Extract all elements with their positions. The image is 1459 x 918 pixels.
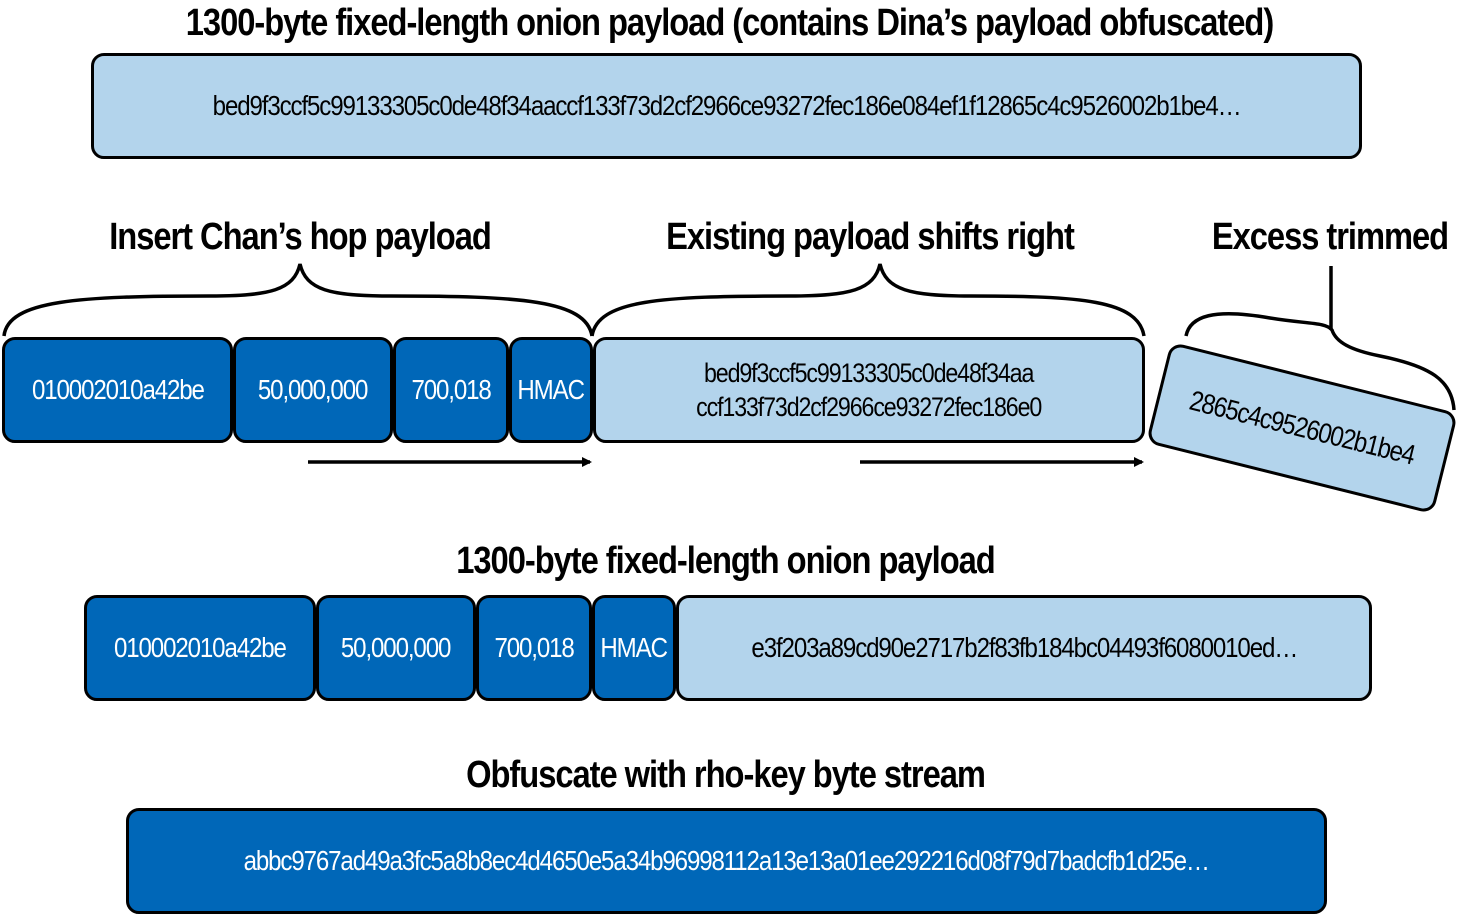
- hop-realm-box: 010002010a42be: [2, 337, 233, 443]
- top-title: 1300-byte fixed-length onion payload (co…: [185, 2, 1274, 44]
- result-hmac-box: HMAC: [592, 595, 676, 701]
- hop-hmac-text: HMAC: [517, 374, 586, 405]
- top-payload-box: bed9f3ccf5c99133305c0de48f34aaccf133f73d…: [91, 53, 1362, 159]
- hop-realm-text: 010002010a42be: [31, 374, 205, 405]
- result-realm-box: 010002010a42be: [84, 595, 316, 701]
- shift-label: Existing payload shifts right: [666, 216, 1075, 258]
- result-hmac-text: HMAC: [600, 632, 669, 663]
- result-realm-text: 010002010a42be: [114, 632, 287, 663]
- obfuscated-payload-box: abbc9767ad49a3fc5a8b8ec4d4650e5a34b96998…: [126, 808, 1327, 914]
- hop-amount-text: 50,000,000: [258, 374, 368, 405]
- result-amount-text: 50,000,000: [341, 632, 451, 663]
- result-cltv-box: 700,018: [476, 595, 592, 701]
- hop-cltv-text: 700,018: [411, 374, 491, 405]
- shifted-payload-text: bed9f3ccf5c99133305c0de48f34aa ccf133f73…: [696, 358, 1042, 422]
- result-amount-box: 50,000,000: [316, 595, 476, 701]
- top-payload-text: bed9f3ccf5c99133305c0de48f34aaccf133f73d…: [212, 90, 1242, 121]
- result-payload-text: e3f203a89cd90e2717b2f83fb184bc04493f6080…: [751, 632, 1298, 663]
- insert-label: Insert Chan’s hop payload: [109, 216, 492, 258]
- bottom-title: Obfuscate with rho-key byte stream: [466, 754, 986, 796]
- trim-label: Excess trimmed: [1211, 216, 1449, 258]
- trimmed-payload-text: 2865c4c9526002b1be4: [1186, 384, 1418, 471]
- middle-title: 1300-byte fixed-length onion payload: [456, 540, 995, 582]
- hop-cltv-box: 700,018: [393, 337, 509, 443]
- shifted-payload-box: bed9f3ccf5c99133305c0de48f34aa ccf133f73…: [593, 337, 1145, 443]
- shift-brace: [590, 263, 1146, 337]
- result-cltv-text: 700,018: [494, 632, 574, 663]
- obfuscated-payload-text: abbc9767ad49a3fc5a8b8ec4d4650e5a34b96998…: [243, 845, 1210, 876]
- result-payload-box: e3f203a89cd90e2717b2f83fb184bc04493f6080…: [676, 595, 1372, 701]
- hop-hmac-box: HMAC: [509, 337, 593, 443]
- hop-amount-box: 50,000,000: [233, 337, 393, 443]
- insert-brace: [2, 263, 594, 337]
